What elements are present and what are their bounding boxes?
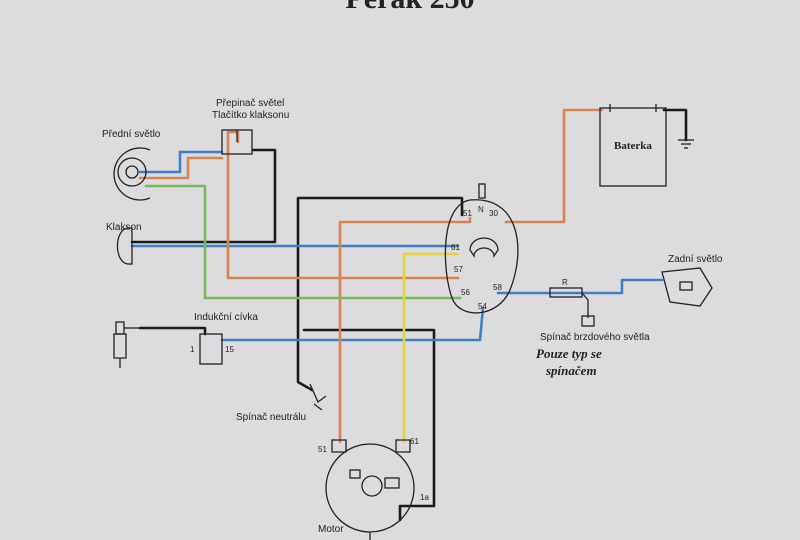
reg-pin-56: 56: [461, 288, 470, 297]
wire-orange-51-motor: [338, 216, 472, 444]
wire-orange-switch-57: [226, 130, 460, 280]
headlight-bulb-icon: [125, 165, 139, 179]
reg-pin-30: 30: [489, 209, 498, 218]
battery-label: Baterka: [614, 140, 652, 152]
ground-icon: [678, 139, 694, 149]
wire-blue-58-taillight: [496, 278, 664, 295]
reg-pin-51: 51: [463, 209, 472, 218]
brake-switch-icon: [581, 315, 595, 327]
motor: [325, 439, 415, 540]
neutral-switch: [309, 383, 327, 411]
coil-pin-15: 15: [225, 345, 234, 354]
reg-pin-N: N: [478, 205, 484, 214]
wire-orange-30-battery: [504, 108, 604, 224]
wire-orange-headlight: [138, 156, 224, 180]
resistor-icon: [549, 287, 583, 298]
motor-housing-icon: [325, 443, 415, 533]
reg-pin-57: 57: [454, 265, 463, 274]
regulator-body-icon: [444, 199, 519, 314]
brake-switch-line: [581, 292, 589, 318]
resistor-label: R: [562, 278, 568, 287]
horn-icon: [116, 227, 133, 265]
spark-plug-body-icon: [113, 333, 127, 359]
reg-pin-58: 58: [493, 283, 502, 292]
reg-pin-54: 54: [478, 302, 487, 311]
switch-label-line2: Tlačítko klaksonu: [212, 110, 289, 121]
wire-blue-54-coil: [220, 306, 485, 342]
tail-light-icon: [661, 267, 713, 307]
motor-pin-61: 61: [410, 437, 419, 446]
wire-blue-headlight-1: [138, 150, 224, 174]
wire-yellow-61-motor: [402, 252, 460, 444]
taillight-label: Zadní světlo: [668, 254, 723, 265]
battery: [599, 104, 667, 187]
regulator-lamp-icon: [478, 183, 486, 199]
spark-plug-top-icon: [115, 321, 125, 335]
wire-black-motor-1a: [302, 328, 436, 522]
battery-body-icon: [599, 107, 667, 187]
switch-label-line1: Přepinač světel: [216, 98, 284, 109]
headlight-shell-icon: [113, 147, 151, 201]
coil-pin-1: 1: [190, 345, 195, 354]
headlight-label: Přední světlo: [102, 129, 161, 140]
motor-label: Motor: [318, 524, 344, 535]
wire-black-neutral: [296, 196, 464, 392]
motor-rotor-icon: [361, 475, 383, 497]
horn: [116, 227, 133, 265]
motor-pin-51: 51: [318, 445, 327, 454]
headlight-lens-icon: [117, 157, 147, 187]
note-line1: Pouze typ se: [536, 346, 602, 361]
wire-green-56: [144, 184, 462, 300]
horn-label: Klakson: [106, 222, 142, 233]
regulator-box: [444, 183, 519, 314]
ignition-coil: [199, 333, 223, 365]
light-switch: [221, 129, 253, 155]
wire-black-switch-horn: [130, 148, 277, 244]
ignition-coil-icon: [199, 333, 223, 365]
tail-light: [661, 267, 713, 307]
wire-battery-ground: [662, 108, 688, 142]
motor-terminal-51-icon: [331, 439, 347, 453]
diagram-title: Pérak 250: [345, 0, 474, 15]
brake-switch-label: Spínač brzdového světla: [540, 332, 650, 343]
regulator-window-icon: [469, 237, 499, 259]
motor-pin-1a: 1a: [420, 493, 429, 502]
neutral-label: Spínač neutrálu: [236, 412, 306, 423]
spark-plug: [113, 321, 140, 368]
neutral-switch-icon: [309, 383, 327, 411]
headlight: [113, 147, 151, 201]
wire-black-coil: [138, 326, 207, 336]
brake-switch: [581, 315, 595, 327]
motor-terminal-61-icon: [395, 439, 411, 453]
reg-pin-61: 61: [451, 243, 460, 252]
coil-label: Indukční cívka: [194, 312, 258, 323]
resistor: [549, 287, 583, 298]
note-line2: spínačem: [545, 363, 597, 378]
